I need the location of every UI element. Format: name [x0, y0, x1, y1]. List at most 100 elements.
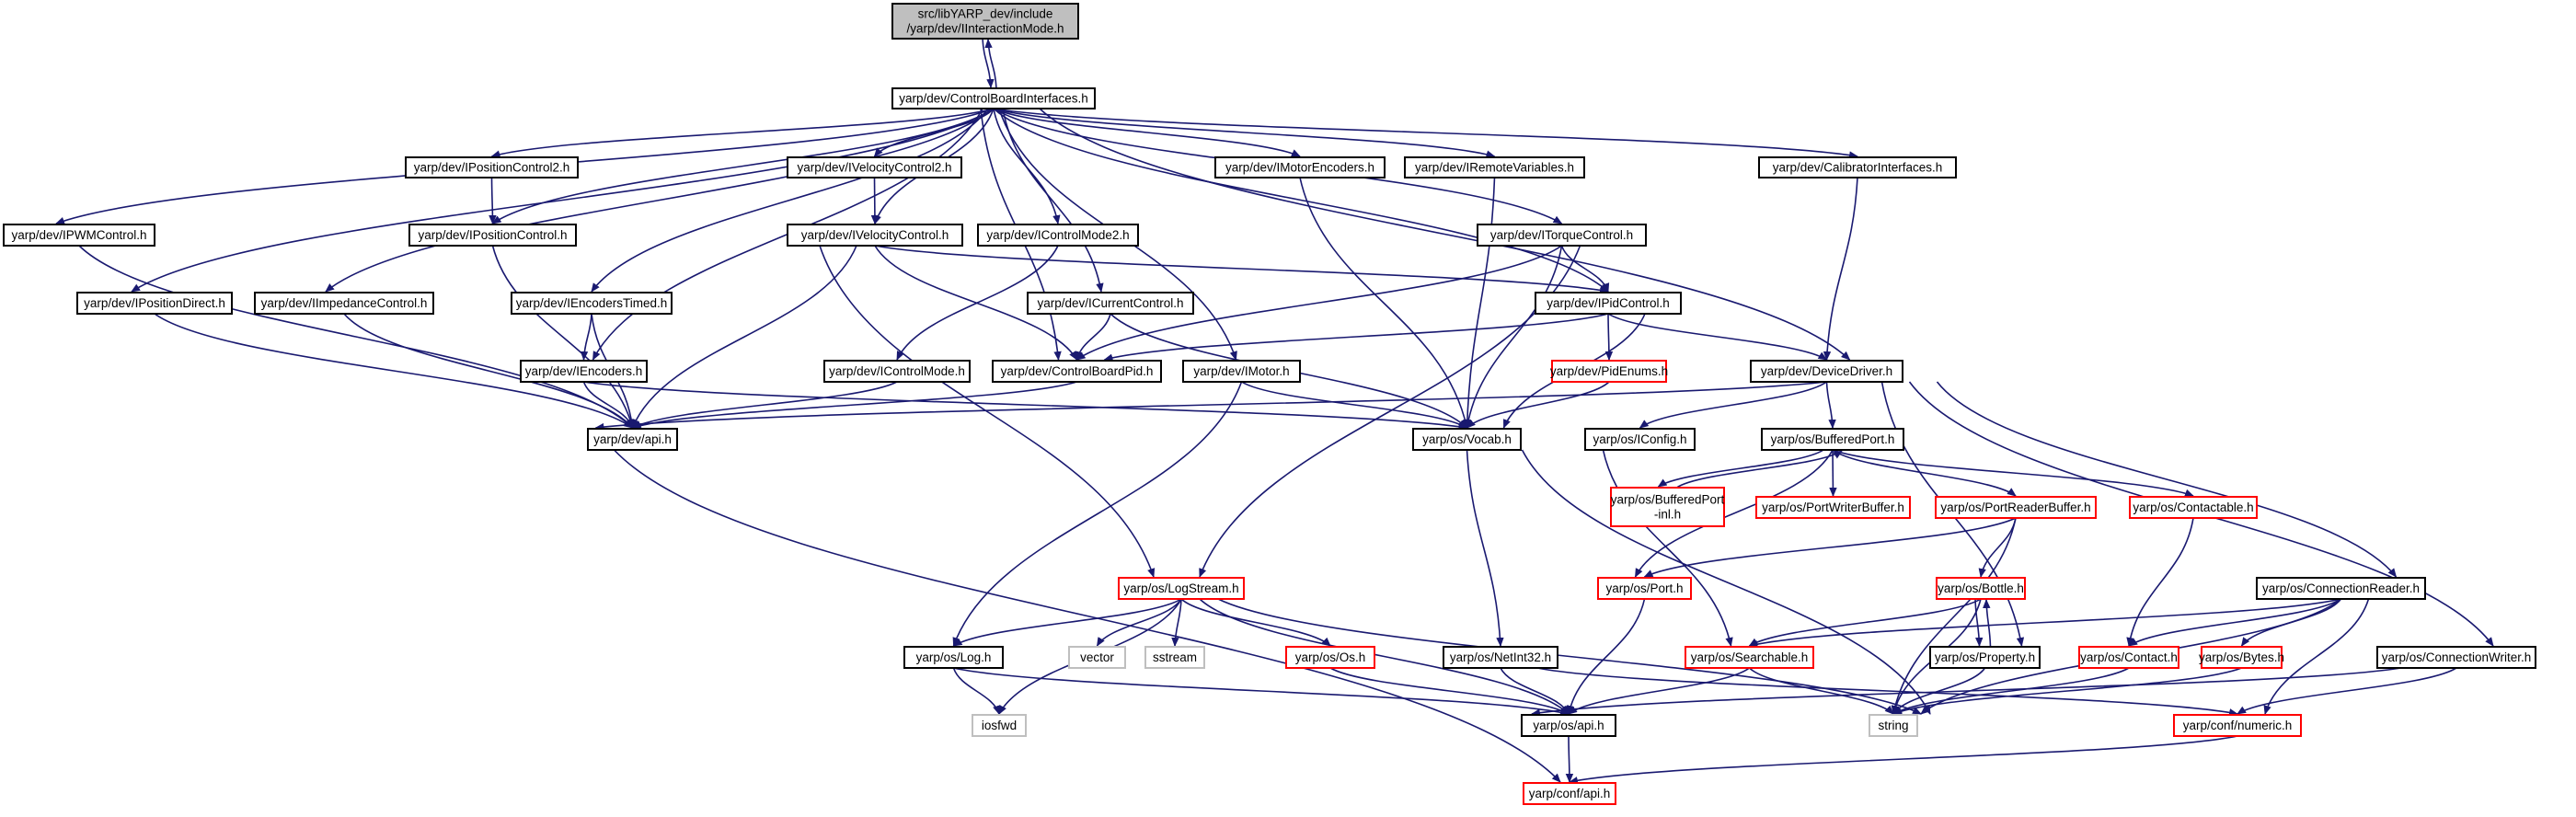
- header-node[interactable]: yarp/os/PortWriterBuffer.h: [1755, 496, 1911, 519]
- node-box: [1182, 360, 1301, 383]
- include-edge: [819, 245, 1156, 578]
- include-edge: [1241, 381, 1468, 429]
- header-node[interactable]: yarp/os/LogStream.h: [1118, 577, 1245, 600]
- node-label: iosfwd: [982, 719, 1017, 732]
- node-box: [1755, 496, 1911, 519]
- header-node[interactable]: yarp/dev/IControlMode2.h: [977, 224, 1139, 247]
- header-node[interactable]: yarp/dev/IPWMControl.h: [3, 224, 155, 247]
- include-edge: [993, 108, 1301, 157]
- header-node[interactable]: yarp/dev/ControlBoardInterfaces.h: [891, 87, 1096, 109]
- edges-layer: [55, 38, 2494, 785]
- include-edge: [1075, 313, 1111, 361]
- header-node[interactable]: yarp/os/BufferedPort.h: [1761, 428, 1904, 451]
- node-label: yarp/os/Log.h: [916, 650, 992, 664]
- include-edge: [2126, 517, 2194, 647]
- header-node[interactable]: yarp/os/ConnectionWriter.h: [2376, 646, 2536, 669]
- include-edge: [631, 381, 1077, 430]
- header-node[interactable]: yarp/os/Contact.h: [2078, 646, 2179, 669]
- include-edge: [952, 667, 1001, 715]
- header-node[interactable]: yarp/os/NetInt32.h: [1443, 646, 1558, 669]
- header-node[interactable]: yarp/dev/IVelocityControl.h: [787, 224, 963, 247]
- node-label: yarp/dev/DeviceDriver.h: [1761, 364, 1892, 378]
- node-label: yarp/os/api.h: [1533, 719, 1604, 732]
- include-edge: [343, 313, 634, 429]
- header-node[interactable]: yarp/dev/ITorqueControl.h: [1477, 224, 1647, 247]
- node-label: yarp/dev/IControlMode.h: [829, 364, 965, 378]
- include-edge: [1299, 177, 1469, 429]
- root-file-node[interactable]: src/libYARP_dev/include/yarp/dev/IIntera…: [891, 3, 1079, 40]
- include-edge: [1825, 381, 1836, 429]
- header-node[interactable]: yarp/dev/IEncodersTimed.h: [511, 292, 673, 315]
- header-node[interactable]: string: [1869, 714, 1918, 737]
- node-box: [511, 292, 673, 315]
- header-node[interactable]: yarp/os/Bytes.h: [2199, 646, 2284, 669]
- header-node[interactable]: vector: [1068, 646, 1126, 669]
- include-edge: [1096, 598, 1182, 647]
- node-label: yarp/dev/IMotor.h: [1193, 364, 1289, 378]
- include-edge: [1521, 449, 1931, 715]
- header-node[interactable]: yarp/os/Contactable.h: [2129, 496, 2258, 519]
- include-edge: [1464, 245, 1563, 429]
- header-node[interactable]: yarp/os/Searchable.h: [1685, 646, 1814, 669]
- header-node[interactable]: yarp/dev/DeviceDriver.h: [1750, 360, 1903, 383]
- header-node[interactable]: yarp/dev/ControlBoardPid.h: [992, 360, 1162, 383]
- header-node[interactable]: yarp/dev/IRemoteVariables.h: [1404, 156, 1585, 178]
- node-box: [1027, 292, 1194, 315]
- node-label: yarp/dev/IPositionDirect.h: [84, 296, 225, 310]
- header-node[interactable]: sstream: [1144, 646, 1205, 669]
- header-node[interactable]: yarp/dev/IControlMode.h: [823, 360, 971, 383]
- node-box: [587, 428, 678, 451]
- header-node[interactable]: yarp/dev/CalibratorInterfaces.h: [1758, 156, 1957, 178]
- include-edge: [1983, 599, 1992, 648]
- header-node[interactable]: yarp/os/Vocab.h: [1412, 428, 1522, 451]
- header-node[interactable]: yarp/dev/ICurrentControl.h: [1027, 292, 1194, 315]
- node-label: vector: [1080, 650, 1114, 664]
- include-edge: [1560, 245, 1610, 293]
- header-node[interactable]: yarp/dev/IPositionDirect.h: [76, 292, 233, 315]
- header-node[interactable]: yarp/os/Os.h: [1285, 646, 1375, 669]
- node-label: yarp/os/Bottle.h: [1938, 581, 2024, 595]
- header-node[interactable]: yarp/os/Port.h: [1597, 577, 1692, 600]
- node-box: [520, 360, 648, 383]
- header-node[interactable]: yarp/os/Property.h: [1929, 646, 2041, 669]
- header-node[interactable]: yarp/dev/api.h: [587, 428, 678, 451]
- header-node[interactable]: yarp/os/BufferedPort-inl.h: [1610, 487, 1725, 527]
- include-edge: [1569, 735, 2238, 785]
- include-edge: [580, 313, 592, 361]
- node-label: yarp/dev/IVelocityControl2.h: [797, 161, 951, 175]
- node-label: yarp/dev/IPositionControl2.h: [414, 161, 570, 175]
- header-node[interactable]: yarp/dev/IImpedanceControl.h: [254, 292, 434, 315]
- node-label: string: [1878, 719, 1908, 732]
- header-node[interactable]: iosfwd: [972, 714, 1027, 737]
- node-box: [787, 224, 963, 247]
- node-box: [1118, 577, 1245, 600]
- header-node[interactable]: yarp/dev/IPositionControl2.h: [405, 156, 579, 178]
- include-edge: [1892, 667, 2242, 715]
- header-node[interactable]: yarp/dev/IMotor.h: [1182, 360, 1301, 383]
- node-box: [2129, 496, 2258, 519]
- include-edge: [325, 108, 995, 293]
- header-node[interactable]: yarp/dev/IPositionControl.h: [408, 224, 577, 247]
- header-node[interactable]: yarp/os/ConnectionReader.h: [2256, 577, 2426, 600]
- header-node[interactable]: yarp/conf/numeric.h: [2173, 714, 2302, 737]
- header-node[interactable]: yarp/dev/IEncoders.h: [520, 360, 648, 383]
- node-box: [1597, 577, 1692, 600]
- header-node[interactable]: yarp/dev/IVelocityControl2.h: [787, 156, 962, 178]
- header-node[interactable]: yarp/dev/IMotorEncoders.h: [1214, 156, 1386, 178]
- header-node[interactable]: yarp/conf/api.h: [1523, 782, 1616, 805]
- header-node[interactable]: yarp/os/PortReaderBuffer.h: [1935, 496, 2097, 519]
- header-node[interactable]: yarp/os/api.h: [1521, 714, 1616, 737]
- include-edge: [896, 245, 1059, 361]
- header-node[interactable]: yarp/os/Bottle.h: [1936, 577, 2026, 600]
- include-edge: [1936, 381, 2398, 578]
- include-edge: [952, 381, 1243, 647]
- include-edge: [1531, 667, 2402, 717]
- node-box: [1523, 782, 1616, 805]
- include-edge: [1748, 598, 1982, 647]
- header-node[interactable]: yarp/dev/IPidControl.h: [1535, 292, 1682, 315]
- header-node[interactable]: yarp/os/Log.h: [903, 646, 1004, 669]
- node-label: yarp/os/PortWriterBuffer.h: [1762, 501, 1904, 514]
- header-node[interactable]: yarp/os/IConfig.h: [1584, 428, 1696, 451]
- header-node[interactable]: yarp/dev/PidEnums.h: [1550, 360, 1668, 383]
- node-box: [1144, 646, 1205, 669]
